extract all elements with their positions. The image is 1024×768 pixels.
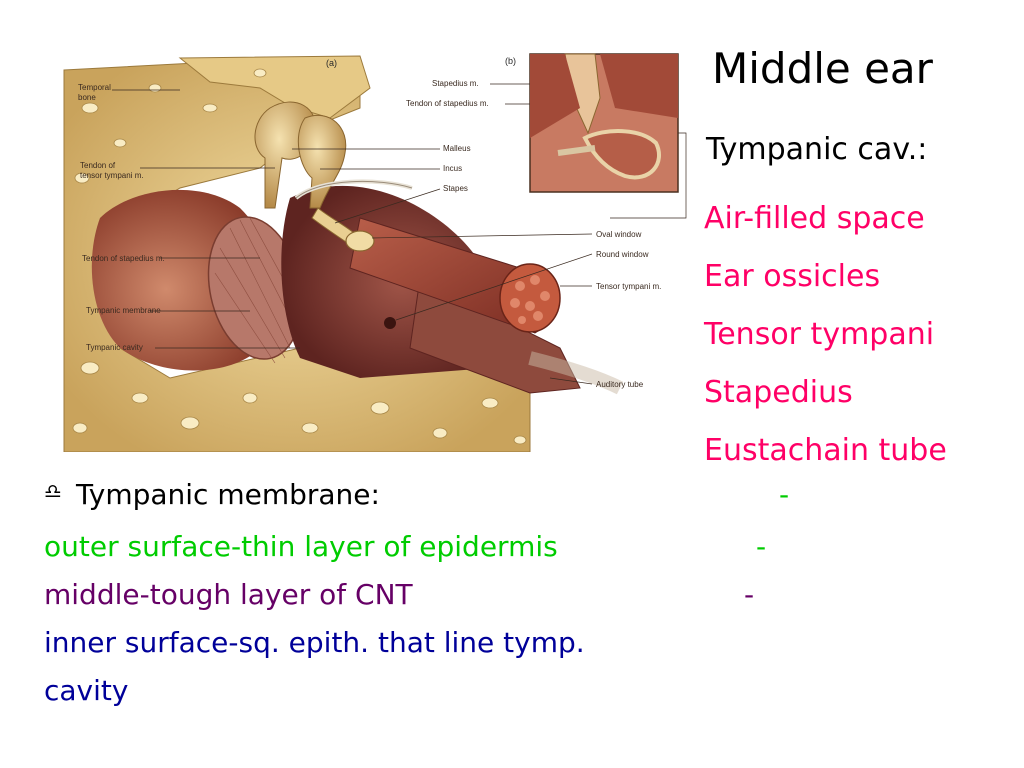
list-item: Eustachain tube: [704, 433, 947, 468]
slide-title: Middle ear: [712, 44, 933, 93]
tympanic-membrane-heading: ♎ Tympanic membrane: -: [44, 478, 804, 511]
inner-surface-line-continued: cavity: [44, 674, 784, 707]
label-tendon-tensor-line2: tensor tympani m.: [80, 171, 144, 180]
oval-window-shape: [345, 230, 375, 252]
label-stapedius-m: Stapedius m.: [432, 79, 479, 88]
dash-marker: -: [779, 478, 790, 511]
label-malleus: Malleus: [443, 144, 471, 153]
label-temporal-bone-line2: bone: [78, 93, 96, 102]
label-tendon-stapedius-left: Tendon of stapedius m.: [82, 254, 165, 263]
label-incus: Incus: [443, 164, 462, 173]
middle-layer-text: middle-tough layer of CNT: [44, 578, 413, 611]
inner-surface-text-continued: cavity: [44, 674, 129, 707]
label-tensor-tympani-m: Tensor tympani m.: [596, 282, 661, 291]
list-item: Tensor tympani: [704, 317, 935, 352]
label-tendon-tensor-line1: Tendon of: [80, 161, 116, 170]
middle-layer-line: middle-tough layer of CNT -: [44, 578, 784, 611]
libra-bullet-icon: ♎: [44, 479, 62, 503]
label-oval-window: Oval window: [596, 230, 642, 239]
panel-a-label: (a): [326, 58, 337, 68]
label-stapes: Stapes: [443, 184, 468, 193]
inner-surface-text: inner surface-sq. epith. that line tymp.: [44, 626, 585, 659]
label-tympanic-cavity: Tympanic cavity: [86, 343, 143, 352]
outer-surface-line: outer surface-thin layer of epidermis -: [44, 530, 784, 563]
label-temporal-bone-line1: Temporal: [78, 83, 111, 92]
label-tympanic-membrane: Tympanic membrane: [86, 306, 161, 315]
outer-surface-text: outer surface-thin layer of epidermis: [44, 530, 558, 563]
tympanic-membrane-heading-text: Tympanic membrane:: [76, 478, 380, 511]
dash-marker: -: [756, 530, 767, 563]
leader-lines: [112, 83, 687, 385]
panel-b-label: (b): [505, 56, 516, 66]
inner-surface-line: inner surface-sq. epith. that line tymp.: [44, 626, 784, 659]
tympanic-cavity-list: Air-filled space Ear ossicles Tensor tym…: [704, 190, 1022, 480]
tensor-tympani-cross-section: [499, 263, 561, 333]
muscle-fibers: [510, 275, 550, 324]
list-item: Ear ossicles: [704, 259, 881, 294]
round-window-shape: [384, 317, 396, 329]
label-auditory-tube: Auditory tube: [596, 380, 644, 389]
label-round-window: Round window: [596, 250, 649, 259]
anatomy-drawing: (a) (b) Temporal bone Tendon of tensor t…: [63, 53, 687, 452]
label-tendon-stapedius-right: Tendon of stapedius m.: [406, 99, 489, 108]
list-item: Stapedius: [704, 375, 853, 410]
dash-marker: -: [744, 578, 755, 611]
middle-ear-illustration: (a) (b) Temporal bone Tendon of tensor t…: [60, 48, 696, 452]
tympanic-cavity-heading: Tympanic cav.:: [706, 132, 928, 167]
list-item: Air-filled space: [704, 201, 925, 236]
